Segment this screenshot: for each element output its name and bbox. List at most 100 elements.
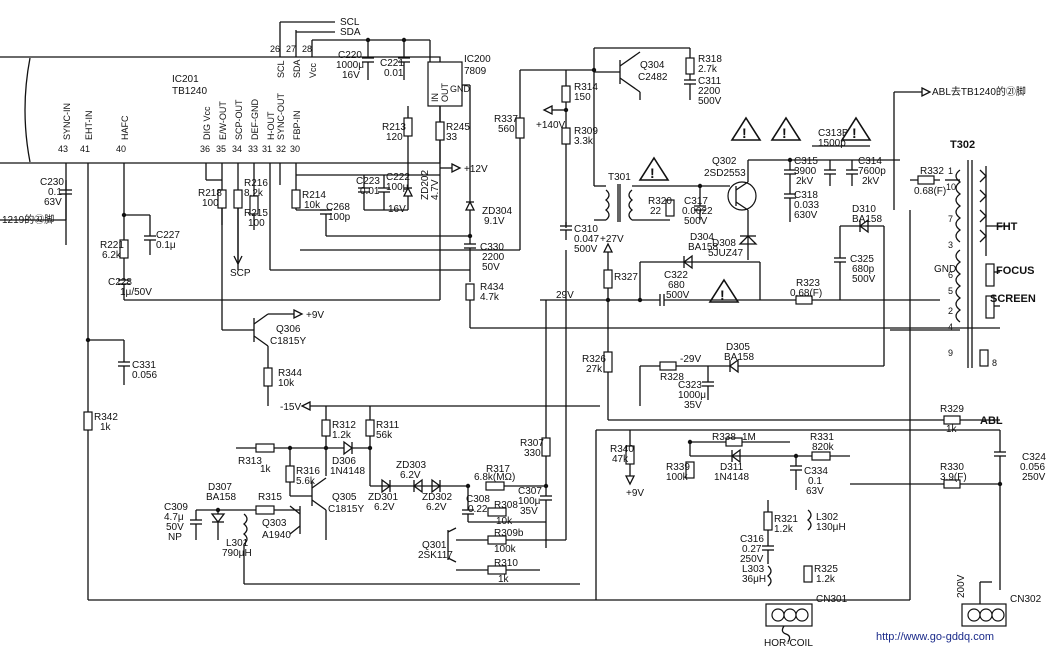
c308-val: 0.22: [468, 504, 488, 515]
r310-val: 1k: [498, 574, 510, 585]
ic201-pin-27: 27: [286, 44, 296, 54]
c322-ref: C322: [664, 270, 688, 281]
r312-ref: R312: [332, 420, 356, 431]
c311-val2: 500V: [698, 96, 722, 107]
q303-ref: Q303: [262, 518, 287, 529]
q304-val: C2482: [638, 72, 668, 83]
r339-ref: R339: [666, 462, 690, 473]
r344-val: 10k: [278, 378, 295, 389]
d305-val: BA158: [724, 352, 754, 363]
c325-ref: C325: [850, 254, 874, 265]
d305-ref: D305: [726, 342, 750, 353]
r326-ref: R326: [582, 354, 606, 365]
warning-icon: [770, 116, 802, 141]
q305-ref: Q305: [332, 492, 357, 503]
c307-val: 100μ: [518, 496, 541, 507]
d304-val: BA158: [688, 242, 718, 253]
r313-ref: R313: [238, 456, 262, 467]
ic201-pin-36: 36: [200, 144, 210, 154]
ic201-label-h-out: H-OUT: [266, 111, 276, 140]
r332-ref: R332: [920, 166, 944, 177]
t302-pin-1: 1: [948, 166, 953, 176]
c334-ref: C334: [804, 466, 828, 477]
i2c-bus: SCL SDA: [279, 17, 361, 40]
ic201-pin-scl: SCL: [276, 60, 286, 78]
t302-pin-2: 2: [948, 306, 953, 316]
r314-ref: R314: [574, 82, 598, 93]
cn301-ref: CN301: [816, 594, 848, 605]
ic201-pin-43: 43: [58, 144, 68, 154]
r337-val: 560: [498, 124, 515, 135]
r214-ref: R214: [302, 190, 326, 201]
r330-ref: R330: [940, 462, 964, 473]
c324-ref: C324: [1022, 452, 1046, 463]
r309-val: 3.3k: [574, 136, 594, 147]
ic201-part: TB1240: [172, 86, 207, 97]
c222-ref: C222: [386, 172, 410, 183]
r342-val: 1k: [100, 422, 112, 433]
c309-val3: NP: [168, 532, 182, 543]
r318-ref: R318: [698, 54, 722, 65]
r313-val: 1k: [260, 464, 272, 475]
d310-ref: D310: [852, 204, 876, 215]
c323-val2: 35V: [684, 400, 702, 411]
c316-val2: 250V: [740, 554, 764, 565]
ic200-out-label: OUT: [440, 83, 450, 103]
c221-ref: C221: [380, 58, 404, 69]
c323-ref: C323: [678, 380, 702, 391]
r331-val: 820k: [812, 442, 835, 453]
hor-coil-label: HOR-COIL: [764, 638, 813, 649]
d307-ref: D307: [208, 482, 232, 493]
c230-val: 0.1: [48, 187, 62, 198]
r321-val: 1.2k: [774, 524, 794, 535]
r318-val: 2.7k: [698, 64, 718, 75]
d310-val: BA158: [852, 214, 882, 225]
warning-icon: [840, 116, 872, 141]
svg-text:!: !: [782, 125, 787, 141]
c313b-val: 1500p: [818, 138, 846, 149]
rail-m15-label: -15V: [280, 402, 301, 413]
c307-val2: 35V: [520, 506, 538, 517]
r330-val: 3.9(F): [940, 472, 967, 483]
zd304-val: 9.1V: [484, 216, 505, 227]
c322-val2: 500V: [666, 290, 690, 301]
c316-val: 0.27: [742, 544, 762, 555]
ic201-pin-40: 40: [116, 144, 126, 154]
r331-ref: R331: [810, 432, 834, 443]
ic201-pin-41: 41: [80, 144, 90, 154]
zd202-ref: ZD202: [420, 170, 431, 200]
c318-val2: 630V: [794, 210, 818, 221]
ic201-label-fbp-in: FBP-IN: [292, 110, 302, 140]
t302-pin-5: 5: [948, 286, 953, 296]
d308-ref: D308: [712, 238, 736, 249]
c230-val2: 63V: [44, 197, 62, 208]
ic200-gnd-label: GND: [450, 84, 471, 94]
t302-pin-6: 6: [948, 270, 953, 280]
cn302-ref: CN302: [1010, 594, 1042, 605]
zd304-ref: ZD304: [482, 206, 512, 217]
ic201-label-dig-vcc: DIG Vcc: [202, 106, 212, 140]
rail-v29-label: 29V: [556, 290, 574, 301]
c228-ref: C228: [108, 277, 132, 288]
c220-val: 1000μ: [336, 60, 364, 71]
zd301-val: 6.2V: [374, 502, 395, 513]
c223-val: 0.01: [360, 186, 380, 197]
svg-text:!: !: [742, 125, 747, 141]
r307-val: 330: [524, 448, 541, 459]
ic200-in-label: IN: [430, 93, 440, 102]
r245-val: 33: [446, 132, 458, 143]
svg-text:!: !: [650, 165, 655, 181]
t302-pin-4: 4: [948, 322, 953, 332]
c331-val: 0.056: [132, 370, 157, 381]
zd202-val: 4.7V: [430, 179, 441, 200]
r309b-val: 100k: [494, 544, 517, 555]
c227-ref: C227: [156, 230, 180, 241]
r216-ref: R216: [244, 178, 268, 189]
zd302-val: 6.2V: [426, 502, 447, 513]
t302-pin-9: 9: [948, 348, 953, 358]
d306-val: 1N4148: [330, 466, 365, 477]
r316-val: 5.6k: [296, 476, 316, 487]
d311-val: 1N4148: [714, 472, 749, 483]
warning-icon: [638, 156, 670, 181]
yoke-connectors: R321 1.2k L302 130μH C316 0.27 250V L303…: [740, 210, 1042, 649]
